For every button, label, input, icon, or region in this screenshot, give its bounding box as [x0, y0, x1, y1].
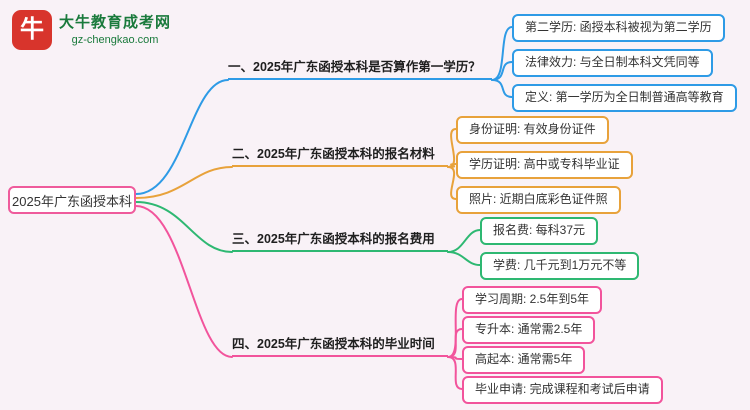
branch-1-child-2: 法律效力: 与全日制本科文凭同等	[512, 49, 713, 77]
connector-path	[135, 201, 233, 253]
connector-path	[135, 205, 233, 358]
connector-path	[447, 356, 463, 390]
branch-2-child-2: 学历证明: 高中或专科毕业证	[456, 151, 633, 179]
branch-4-child-1: 学习周期: 2.5年到5年	[462, 286, 603, 314]
branch-4-child-4: 毕业申请: 完成课程和考试后申请	[462, 376, 663, 404]
connector-path	[447, 128, 457, 168]
branch-4-child-2: 专升本: 通常需2.5年	[462, 316, 596, 344]
root-node: 2025年广东函授本科	[8, 186, 136, 214]
branch-1-child-3: 定义: 第一学历为全日制普通高等教育	[512, 84, 737, 112]
branch-3-child-2: 学费: 几千元到1万元不等	[480, 252, 640, 280]
connector-path	[447, 251, 481, 266]
connector-path	[447, 356, 463, 360]
connector-path	[491, 61, 513, 81]
connector-path	[135, 79, 229, 195]
branch-1-child-1: 第二学历: 函授本科被视为第二学历	[512, 14, 725, 42]
branch-2-child-1: 身份证明: 有效身份证件	[456, 116, 609, 144]
connector-path	[447, 298, 463, 358]
branch-4-child-3: 高起本: 通常需5年	[462, 346, 586, 374]
branch-3-header: 三、2025年广东函授本科的报名费用	[232, 226, 448, 252]
branch-1-header: 一、2025年广东函授本科是否算作第一学历？	[228, 54, 492, 80]
branch-2-child-3: 照片: 近期白底彩色证件照	[456, 186, 621, 214]
logo-domain: gz-chengkao.com	[71, 33, 159, 46]
connector-path	[447, 163, 457, 168]
branch-3-child-1: 报名费: 每科37元	[480, 217, 599, 245]
connector-path	[135, 166, 233, 199]
connector-path	[491, 26, 513, 81]
connector-path	[491, 79, 513, 98]
connector-path	[447, 166, 457, 200]
connector-path	[447, 229, 481, 253]
logo-title: 大牛教育成考网	[59, 14, 172, 32]
bull-logo-icon: 牛	[12, 10, 52, 50]
site-logo: 牛 大牛教育成考网 gz-chengkao.com	[12, 10, 171, 50]
branch-4-header: 四、2025年广东函授本科的毕业时间	[232, 331, 448, 357]
connector-path	[447, 328, 463, 358]
branch-2-header: 二、2025年广东函授本科的报名材料	[232, 141, 448, 167]
